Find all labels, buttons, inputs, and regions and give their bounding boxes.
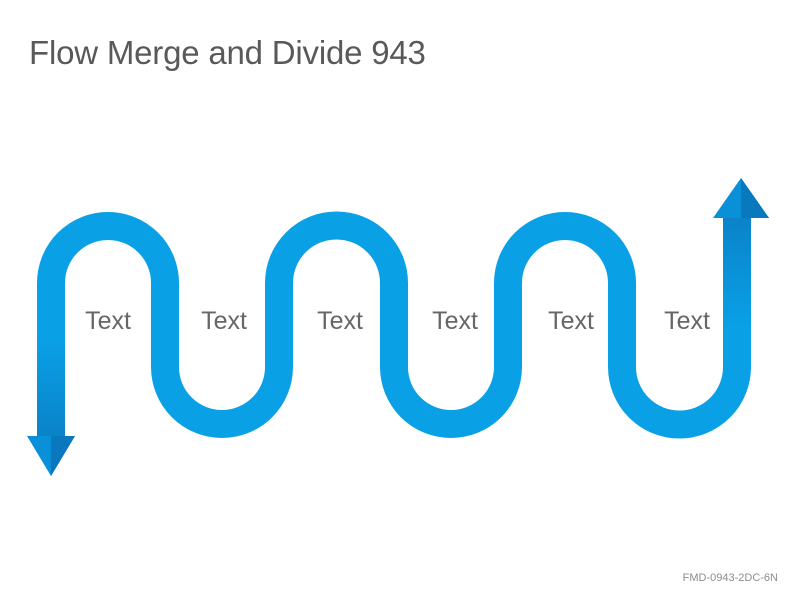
page-title: Flow Merge and Divide 943 (29, 34, 426, 71)
footer-code: FMD-0943-2DC-6N (682, 572, 778, 584)
step-label: Text (432, 307, 478, 335)
step-label: Text (664, 307, 710, 335)
step-label: Text (201, 307, 247, 335)
serpentine-ribbon (37, 211, 751, 439)
arrow-up-icon (713, 178, 769, 218)
step-label: Text (548, 307, 594, 335)
step-label: Text (317, 307, 363, 335)
start-shaft-shade (37, 340, 65, 438)
step-label: Text (85, 307, 131, 335)
arrow-down-icon (27, 436, 75, 476)
end-shaft-shade (723, 216, 751, 326)
